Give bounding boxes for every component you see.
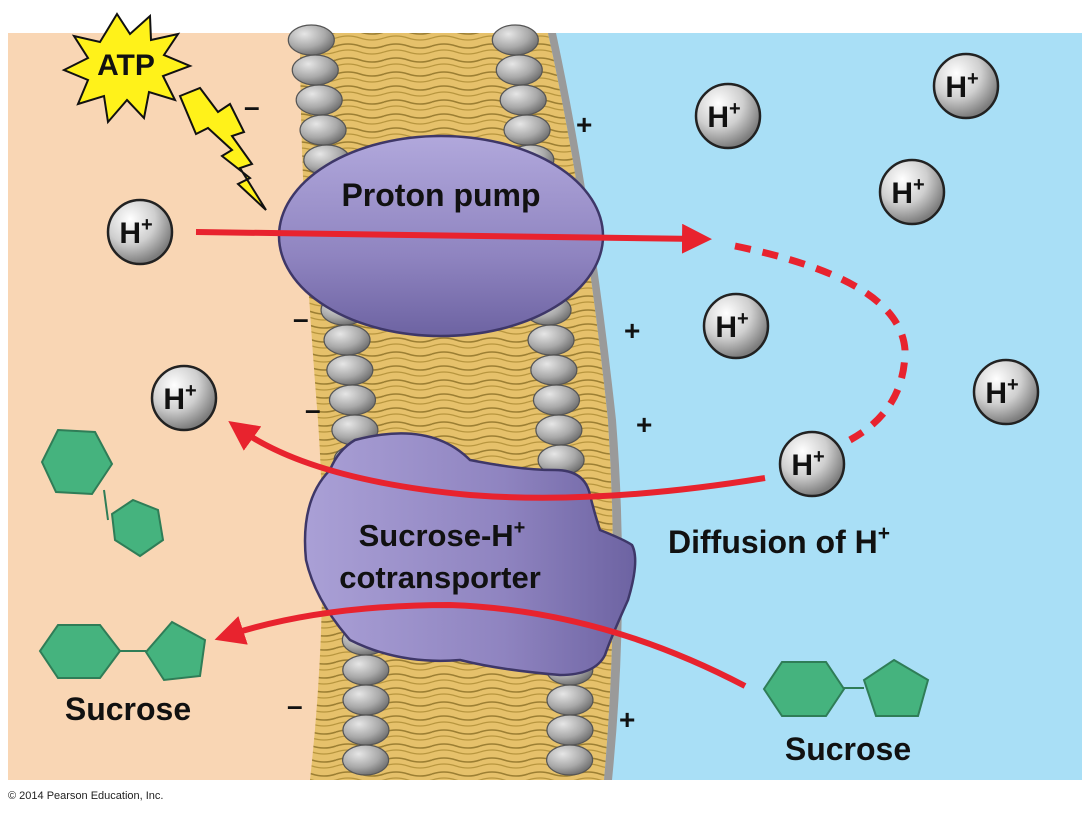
copyright-text: © 2014 Pearson Education, Inc. xyxy=(8,790,164,802)
proton-icon: H+ xyxy=(694,82,762,150)
sucrose-arrow xyxy=(214,601,747,689)
proton-icon: H+ xyxy=(778,430,846,498)
lipid-head xyxy=(295,84,343,116)
lipid-head xyxy=(546,714,594,746)
lightning-bolt-icon xyxy=(178,86,267,211)
proton-label: H+ xyxy=(707,98,740,134)
proton-icon: H+ xyxy=(972,358,1040,426)
proton-label: H+ xyxy=(985,374,1018,410)
negative-sign-3: – xyxy=(305,394,321,425)
proton-icon: H+ xyxy=(150,364,218,432)
lipid-head xyxy=(503,114,551,146)
sucrose-molecule-icon xyxy=(40,428,165,558)
atp-label: ATP xyxy=(97,49,155,82)
sucrose-molecule-icon xyxy=(762,658,930,717)
proton-label: H+ xyxy=(715,308,748,344)
atp-burst-icon: ATP xyxy=(61,12,193,125)
lipid-head xyxy=(323,324,371,356)
proton-label: H+ xyxy=(891,174,924,210)
lipid-head xyxy=(499,84,547,116)
lipid-head xyxy=(491,24,539,56)
sucrose-label-right: Sucrose xyxy=(785,731,911,767)
proton-icon: H+ xyxy=(878,158,946,226)
proton-label: H+ xyxy=(791,446,824,482)
proton-icon: H+ xyxy=(106,198,174,266)
lipid-head xyxy=(546,684,594,716)
lipid-head xyxy=(532,384,581,416)
proton-icon: H+ xyxy=(932,52,1000,120)
lipid-head xyxy=(342,654,390,686)
proton-label: H+ xyxy=(119,214,152,250)
lipid-head xyxy=(342,744,390,776)
lipid-head xyxy=(546,744,594,776)
lipid-head xyxy=(495,54,543,86)
pump-arrow xyxy=(195,223,712,254)
cotransporter-label-line2: cotransporter xyxy=(339,560,541,595)
proton-label: H+ xyxy=(163,380,196,416)
lipid-head xyxy=(328,384,377,416)
diffusion-label: Diffusion of H+ xyxy=(668,522,890,560)
lipid-head xyxy=(342,714,390,746)
lipid-head xyxy=(342,684,390,716)
cotransporter-label-line1: Sucrose-H+ xyxy=(359,517,526,553)
diffusion-dotted-arrow xyxy=(734,242,909,444)
lipid-head xyxy=(326,354,374,386)
h-return-arrow xyxy=(228,420,766,501)
lipid-head xyxy=(299,114,347,146)
positive-sign-2: + xyxy=(624,315,640,346)
positive-sign-3: + xyxy=(636,409,652,440)
lipid-head xyxy=(291,54,339,86)
lipid-head xyxy=(287,24,335,56)
lipid-head xyxy=(535,414,583,446)
lipid-head xyxy=(527,324,575,356)
proton-pump-label: Proton pump xyxy=(341,177,540,213)
negative-sign-2: – xyxy=(293,303,309,334)
positive-sign-4: + xyxy=(619,704,635,735)
lipid-head xyxy=(530,354,578,386)
proton-label: H+ xyxy=(945,68,978,104)
negative-sign-4: – xyxy=(287,690,303,721)
sucrose-molecule-icon xyxy=(38,620,207,682)
negative-sign-1: – xyxy=(244,91,260,122)
positive-sign-1: + xyxy=(576,109,592,140)
proton-icon: H+ xyxy=(702,292,770,360)
sucrose-label-left: Sucrose xyxy=(65,691,191,727)
